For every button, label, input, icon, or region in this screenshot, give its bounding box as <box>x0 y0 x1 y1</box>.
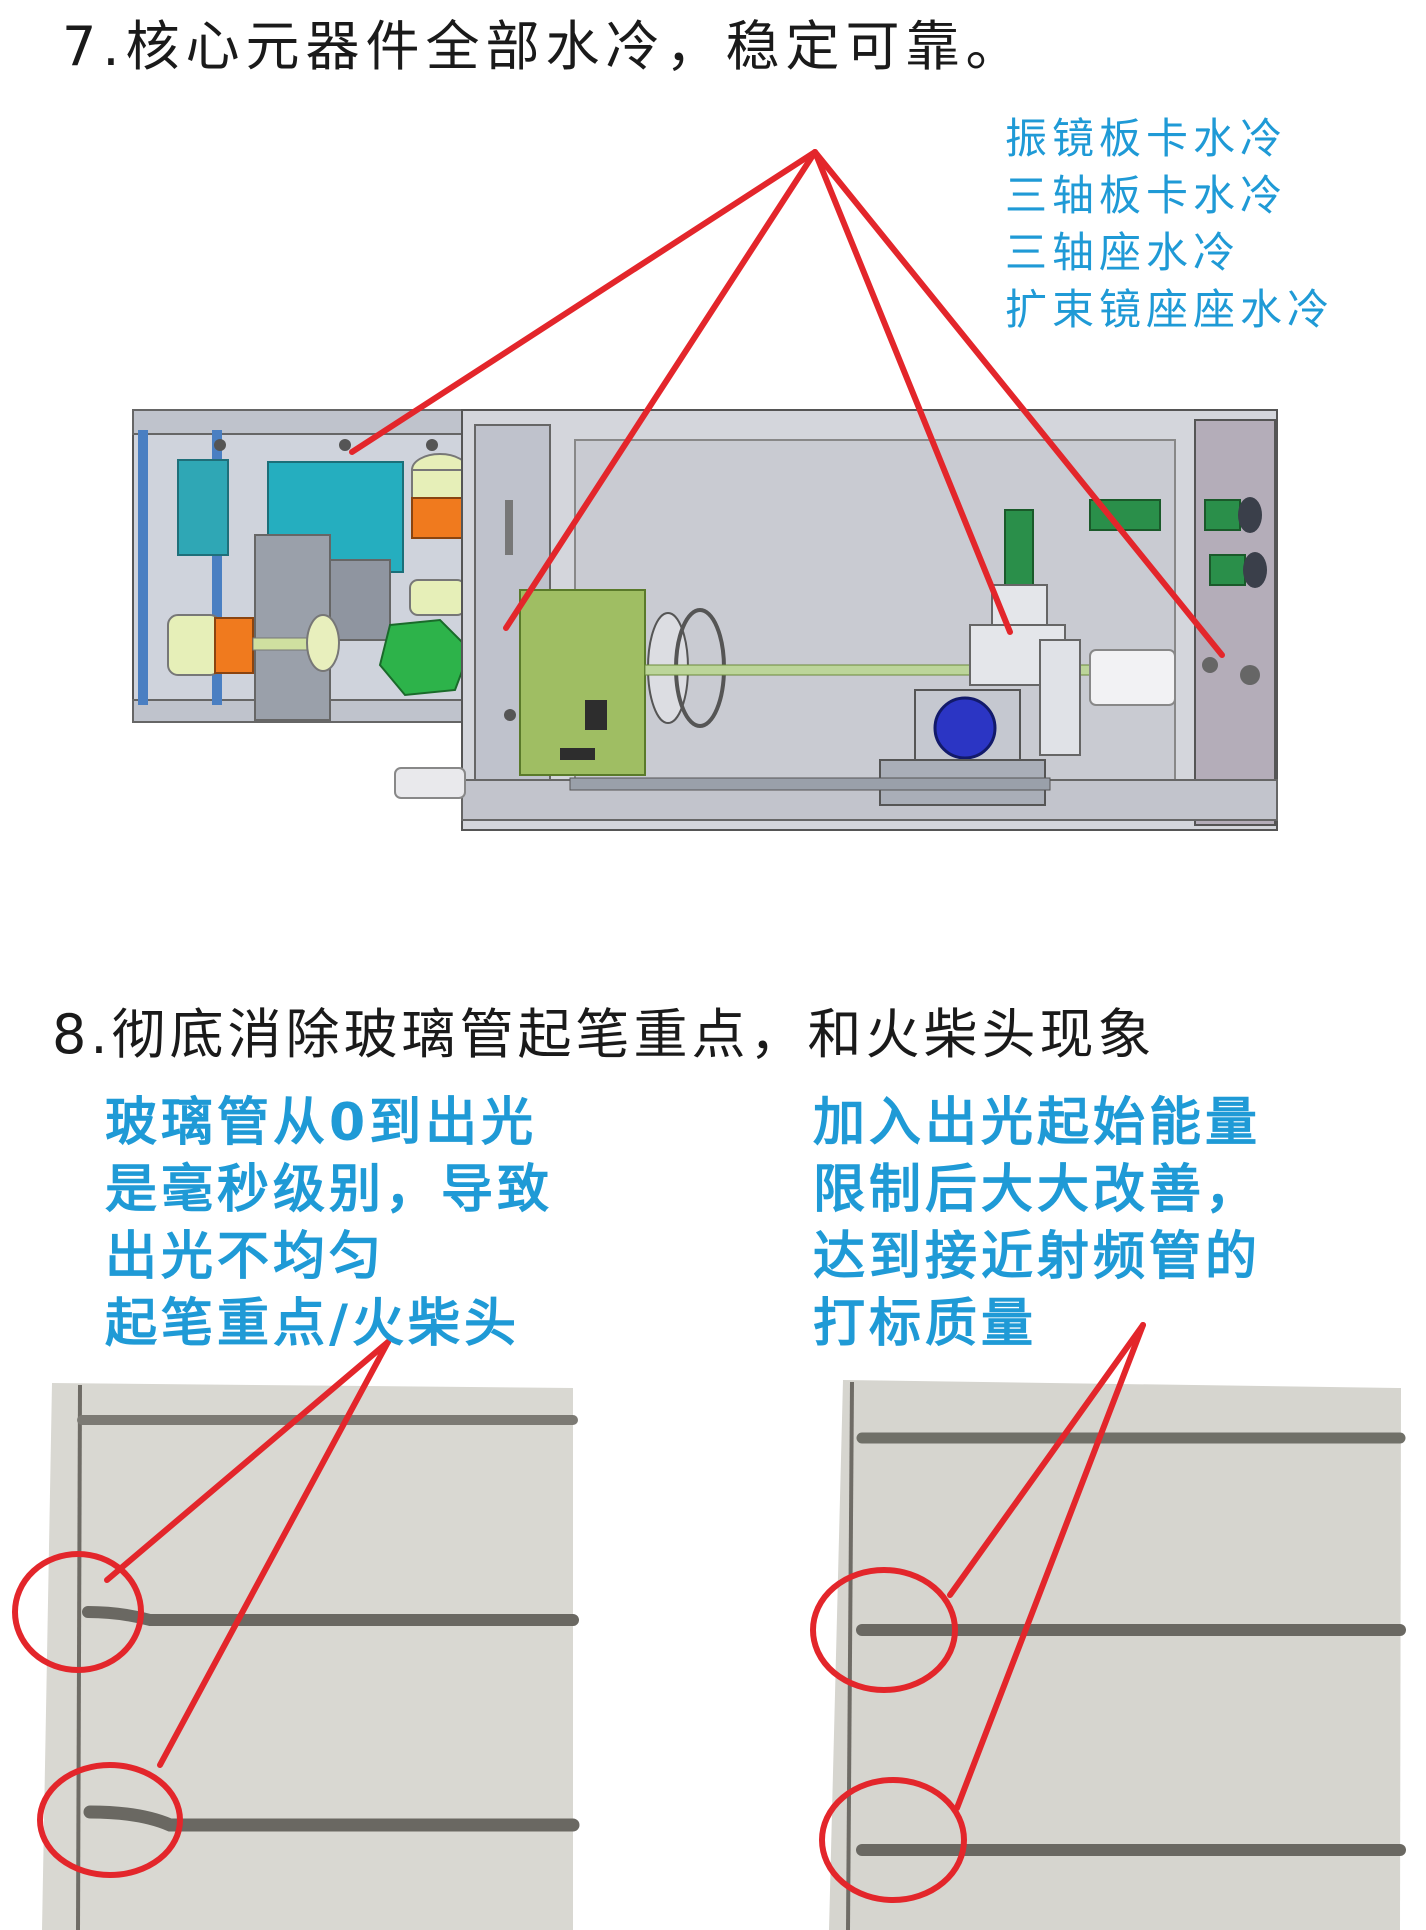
after-line-3: 达到接近射频管的 <box>813 1227 1262 1287</box>
after-description: 加入出光起始能量 限制后大大改善， 达到接近射频管的 打标质量 <box>813 1090 1261 1358</box>
section7-pointers <box>349 149 1225 658</box>
after-line-2: 限制后大大改善， <box>813 1160 1262 1220</box>
before-line-2: 是毫秒级别，导致 <box>105 1160 554 1220</box>
callout-beam-expander-seat: 扩束镜座座水冷 <box>1005 285 1335 334</box>
section8-pointers <box>12 1322 1146 1903</box>
callout-3axis-seat: 三轴座水冷 <box>1005 228 1241 277</box>
callout-galvo-board: 振镜板卡水冷 <box>1005 114 1288 163</box>
after-line-1: 加入出光起始能量 <box>813 1093 1262 1153</box>
section7-title: 7.核心元器件全部水冷，稳定可靠。 <box>62 15 1026 78</box>
left-compartment <box>132 409 499 723</box>
water-cooling-callouts: 振镜板卡水冷 三轴板卡水冷 三轴座水冷 扩束镜座座水冷 <box>1005 110 1334 338</box>
main-compartment <box>394 409 1278 831</box>
callout-3axis-board: 三轴板卡水冷 <box>1005 171 1288 220</box>
before-line-3: 出光不均匀 <box>105 1227 386 1287</box>
before-line-4: 起笔重点/火柴头 <box>105 1294 520 1354</box>
section8-title: 8.彻底消除玻璃管起笔重点，和火柴头现象 <box>52 1003 1156 1066</box>
before-line-1: 玻璃管从0到出光 <box>105 1093 538 1153</box>
before-description: 玻璃管从0到出光 是毫秒级别，导致 出光不均匀 起笔重点/火柴头 <box>105 1090 553 1358</box>
sample-photo-after <box>829 1380 1406 1930</box>
after-line-4: 打标质量 <box>813 1294 1038 1354</box>
